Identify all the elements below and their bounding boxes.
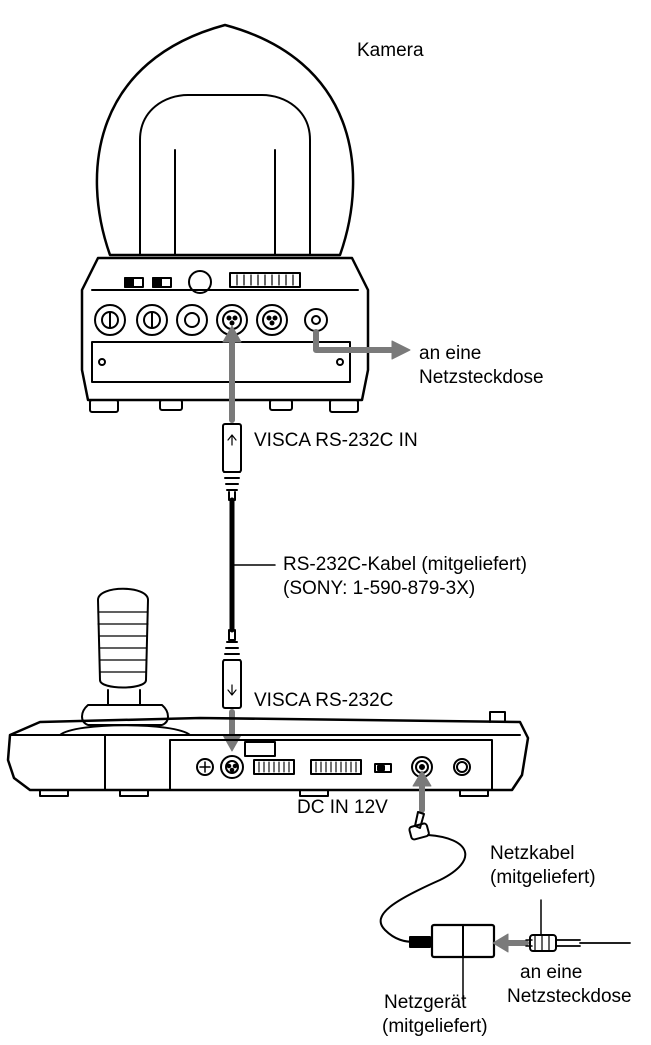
outlet-label-ac-line1: an eine — [520, 962, 583, 983]
adapter-label-line1: Netzgerät — [384, 992, 467, 1013]
cable-label-line2: (SONY: 1-590-879-3X) — [283, 578, 476, 599]
rs232c-cable — [222, 325, 276, 752]
outlet-label-camera-line2: Netzsteckdose — [419, 367, 544, 388]
outlet-label-ac-line2: Netzsteckdose — [507, 986, 632, 1007]
adapter-label-line2: (mitgeliefert) — [382, 1016, 488, 1037]
power-adapter — [379, 811, 631, 1001]
power-cord-label-line2: (mitgeliefert) — [490, 867, 596, 888]
power-cord-label-line1: Netzkabel — [490, 843, 575, 864]
power-arrow — [313, 329, 398, 353]
remote-controller — [6, 587, 530, 797]
visca-in-label: VISCA RS-232C IN — [254, 430, 418, 451]
cable-label-line1: RS-232C-Kabel (mitgeliefert) — [283, 554, 527, 575]
dc-in-label: DC IN 12V — [297, 797, 388, 818]
outlet-label-camera-line1: an eine — [419, 343, 482, 364]
visca-controller-label: VISCA RS-232C — [254, 690, 394, 711]
camera-label: Kamera — [357, 40, 424, 61]
camera — [80, 23, 370, 413]
